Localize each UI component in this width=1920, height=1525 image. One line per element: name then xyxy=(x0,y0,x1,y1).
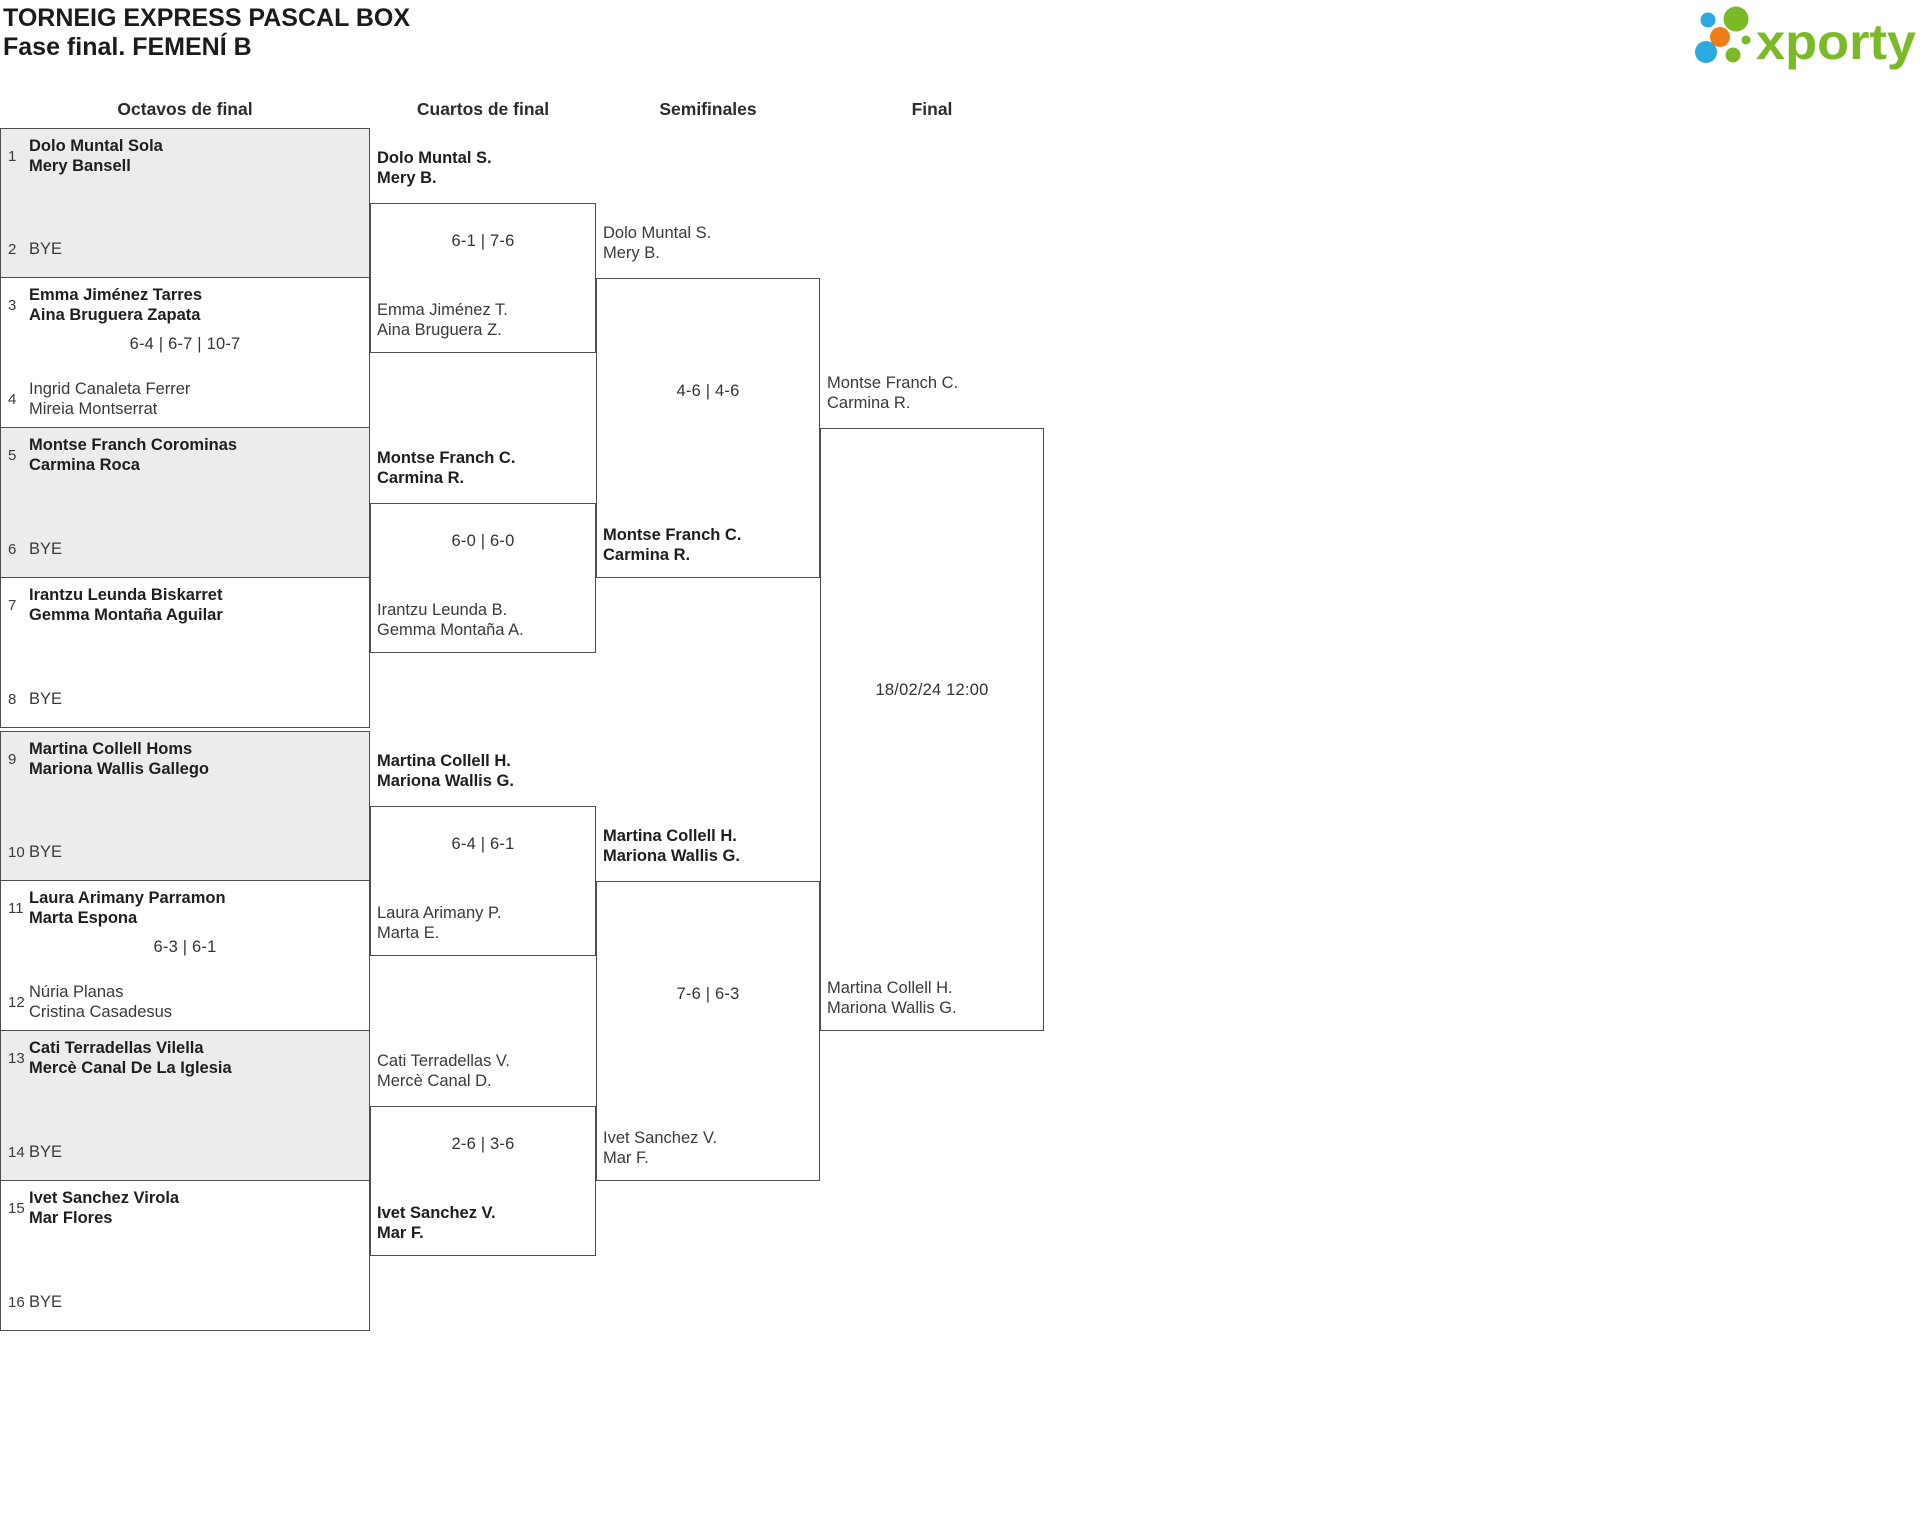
match-score: 6-1 | 7-6 xyxy=(451,232,515,250)
logo-wordmark: xporty xyxy=(1756,14,1916,70)
seed-number: 13 xyxy=(8,1050,25,1067)
round-header-octavos: Octavos de final xyxy=(117,99,253,119)
seed-number: 10 xyxy=(8,843,25,861)
advancing-team: Montse Franch C.Carmina R. xyxy=(603,526,742,564)
match-score: 6-4 | 6-1 xyxy=(451,835,515,853)
seed-number: 15 xyxy=(8,1200,25,1217)
bye-label: BYE xyxy=(29,1292,63,1311)
advancing-team: Ivet Sanchez V.Mar F. xyxy=(377,1204,496,1242)
advancing-team: Dolo Muntal S.Mery B. xyxy=(603,224,712,262)
seed-number: 9 xyxy=(8,751,17,768)
round-header-semifinales: Semifinales xyxy=(659,99,757,119)
finalist-team: Montse Franch C.Carmina R. xyxy=(827,374,959,412)
page-header: TORNEIG EXPRESS PASCAL BOX Fase final. F… xyxy=(3,4,410,62)
bye-label: BYE xyxy=(29,842,63,861)
bye-label: BYE xyxy=(29,539,63,558)
final-match: 18/02/24 12:00 Martina Collell H.Mariona… xyxy=(820,428,1044,1031)
page-subtitle: Fase final. FEMENÍ B xyxy=(3,33,252,61)
advancing-team: Laura Arimany P.Marta E. xyxy=(377,904,502,942)
advancing-team: Martina Collell H.Mariona Wallis G. xyxy=(377,752,514,790)
slot-6: 6 BYE xyxy=(1,540,369,560)
match-score: 7-6 | 6-3 xyxy=(676,985,740,1003)
seed-number: 2 xyxy=(8,240,17,258)
bye-label: BYE xyxy=(29,1142,63,1161)
semifinal-match-1: 4-6 | 4-6 Montse Franch C.Carmina R. xyxy=(596,278,820,578)
advancing-team: Dolo Muntal S.Mery B. xyxy=(377,149,492,187)
advancing-team: Ivet Sanchez V.Mar F. xyxy=(603,1129,718,1167)
match-schedule: 18/02/24 12:00 xyxy=(875,681,989,699)
seed-number: 5 xyxy=(8,447,17,464)
seed-number: 8 xyxy=(8,690,17,708)
seed-number: 4 xyxy=(8,391,17,408)
seed-number: 11 xyxy=(8,900,24,917)
match-score: 4-6 | 4-6 xyxy=(676,382,740,400)
seed-number: 16 xyxy=(8,1293,25,1311)
cuartos-match-4: 2-6 | 3-6 Ivet Sanchez V.Mar F. xyxy=(370,1106,596,1256)
semifinal-match-2: 7-6 | 6-3 Ivet Sanchez V.Mar F. xyxy=(596,881,820,1181)
seed-number: 6 xyxy=(8,540,17,558)
match-score: 6-4 | 6-7 | 10-7 xyxy=(129,335,241,353)
seed-number: 12 xyxy=(8,994,25,1011)
advancing-team: Martina Collell H.Mariona Wallis G. xyxy=(603,827,740,865)
round-header-cuartos: Cuartos de final xyxy=(416,99,550,119)
cuartos-match-2: 6-0 | 6-0 Irantzu Leunda B.Gemma Montaña… xyxy=(370,503,596,653)
seed-number: 7 xyxy=(8,597,17,614)
slot-14: 14 BYE xyxy=(1,1143,369,1163)
advancing-team: Emma Jiménez T.Aina Bruguera Z. xyxy=(377,301,508,339)
seed-number: 3 xyxy=(8,297,17,314)
slot-16: 16 BYE xyxy=(1,1293,369,1313)
advancing-team: Irantzu Leunda B.Gemma Montaña A. xyxy=(377,601,524,639)
cuartos-match-3: 6-4 | 6-1 Laura Arimany P.Marta E. xyxy=(370,806,596,956)
advancing-team: Cati Terradellas V.Mercè Canal D. xyxy=(377,1052,510,1090)
slot-10: 10 BYE xyxy=(1,843,369,863)
seed-number: 1 xyxy=(8,148,17,165)
finalist-team: Martina Collell H.Mariona Wallis G. xyxy=(827,979,957,1017)
advancing-team: Montse Franch C.Carmina R. xyxy=(377,449,516,487)
page-title: TORNEIG EXPRESS PASCAL BOX xyxy=(3,4,411,32)
xporty-logo[interactable]: xporty xyxy=(1695,2,1920,75)
cuartos-match-1: 6-1 | 7-6 Emma Jiménez T.Aina Bruguera Z… xyxy=(370,203,596,353)
bye-label: BYE xyxy=(29,239,63,258)
logo-dots-icon xyxy=(1695,6,1751,63)
match-score: 6-3 | 6-1 xyxy=(153,938,217,956)
match-score: 2-6 | 3-6 xyxy=(451,1135,515,1153)
seed-number: 14 xyxy=(8,1143,25,1161)
bye-label: BYE xyxy=(29,689,63,708)
match-score: 6-0 | 6-0 xyxy=(451,532,515,550)
round-header-final: Final xyxy=(911,99,953,119)
slot-2: 2 BYE xyxy=(1,240,369,260)
slot-8: 8 BYE xyxy=(1,690,369,710)
